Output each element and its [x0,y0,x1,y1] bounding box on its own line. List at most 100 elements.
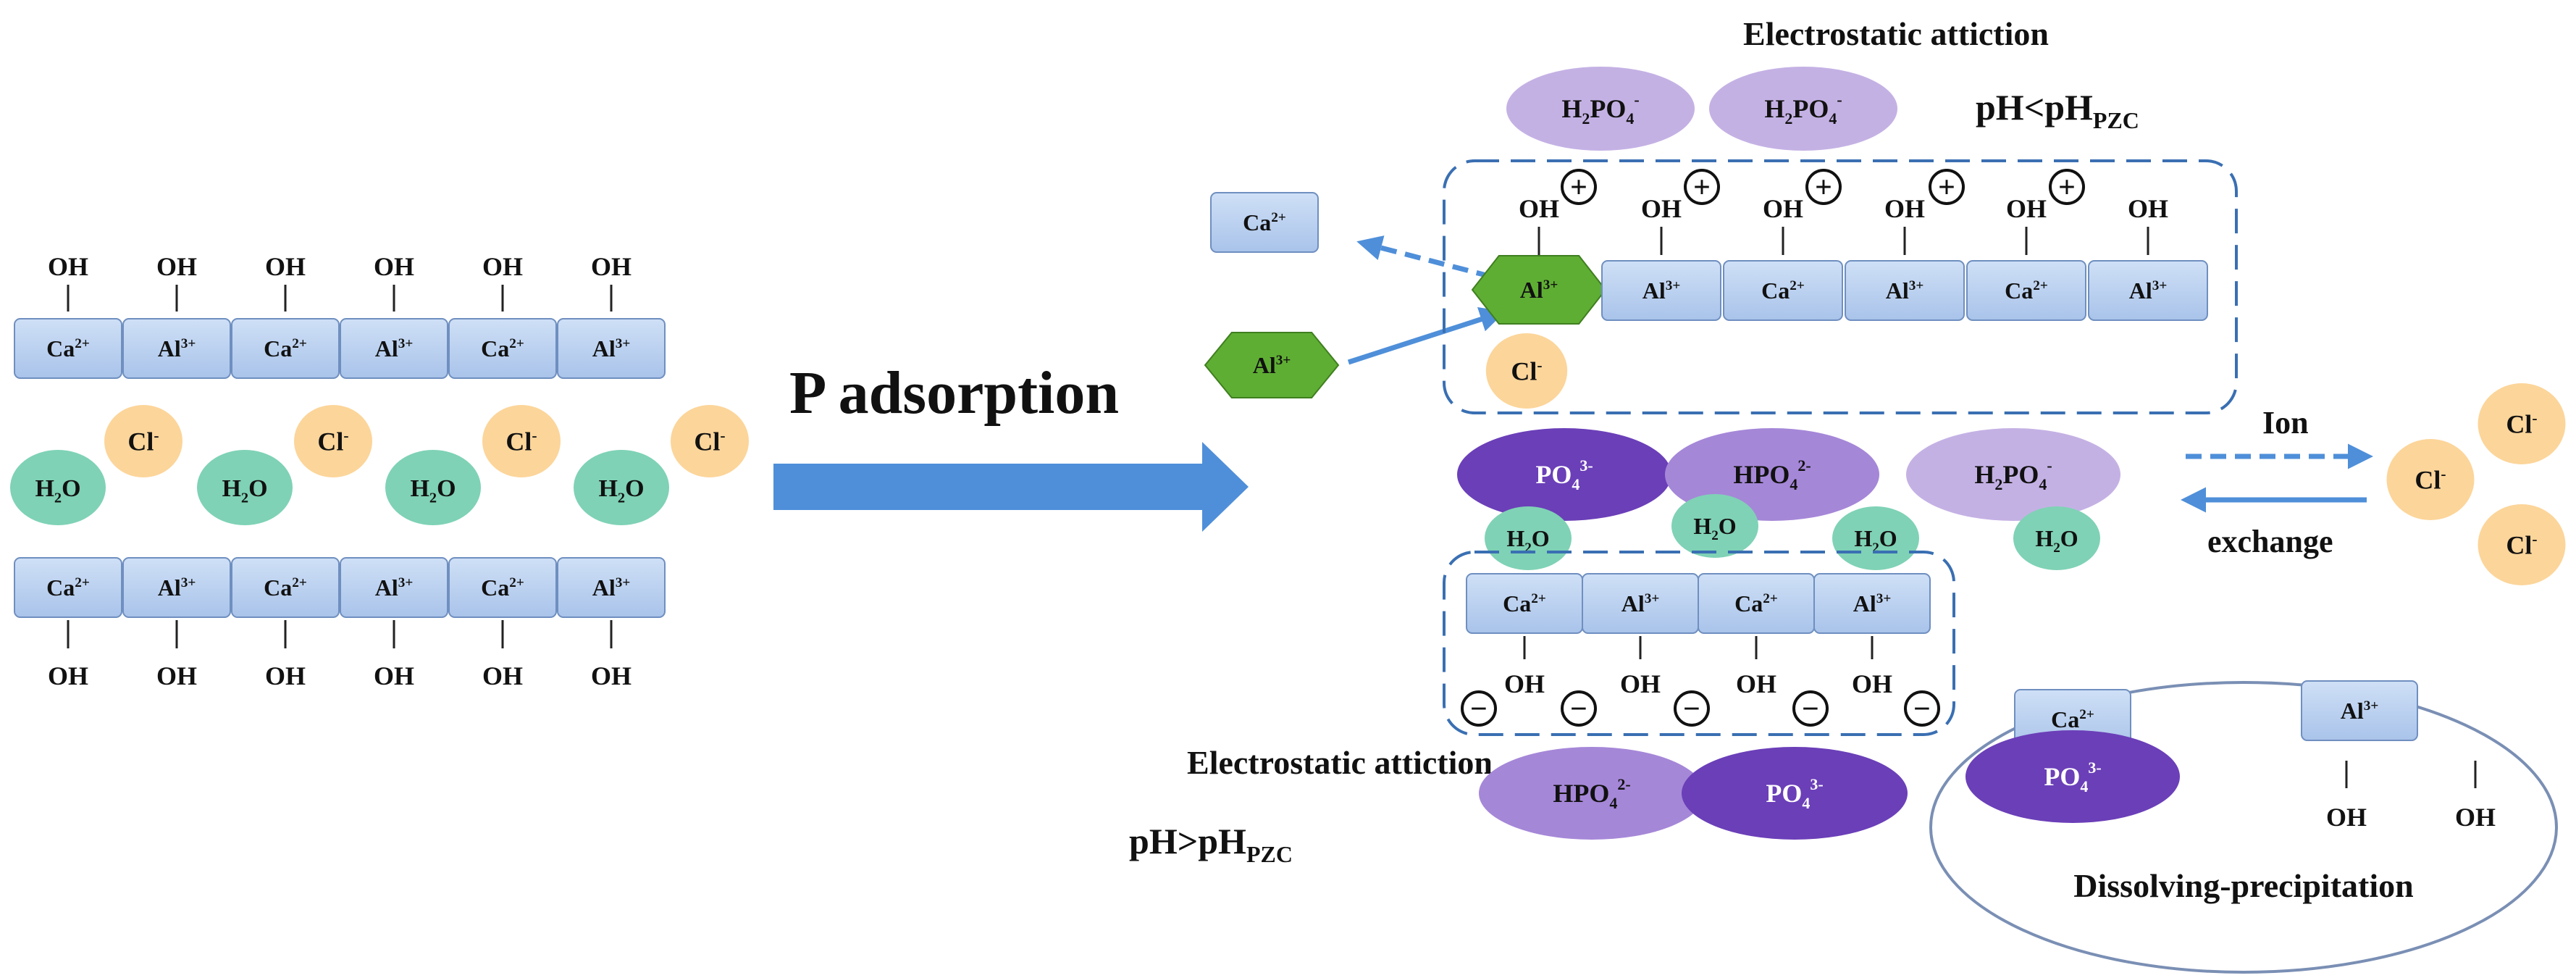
left-chloride-1-bubble [294,405,372,477]
left-water-1-label: H2O [222,475,267,506]
right-chloride-2-bubble [2478,504,2566,585]
released-aluminum-hex-label: Al3+ [1253,352,1291,378]
left-chloride-0-bubble [104,405,182,477]
precip-oh-1: OH [2455,761,2496,832]
left-water-3-bubble [574,450,669,525]
mid-water-2-bubble [1832,506,1919,570]
left-chloride-3-label: Cl- [694,427,725,456]
left-top-cell-4-label: Ca2+ [481,335,524,361]
bottom-negative-charge-3-symbol: − [1802,693,1819,726]
bottom-surface-cell-0-label: Ca2+ [1503,590,1546,617]
left-top-cell-5-box [557,318,666,379]
released-aluminum-hex: Al3+ [1204,332,1340,398]
bottom-surface-oh-3: OH [1852,636,1892,698]
left-water-3: H2O [574,450,669,525]
mid-h2po4-bubble [1906,428,2120,521]
left-bottom-oh-5: OH [591,620,632,690]
top-positive-charge-2-ring [1805,169,1842,205]
top-chloride: Cl- [1485,333,1568,409]
left-water-2: H2O [385,450,481,525]
left-top-oh-4: OH [482,252,523,312]
precip-oh-0: OH [2326,761,2367,832]
mid-water-1-label: H2O [1693,513,1736,543]
mid-h2po4-label: H2PO4- [1974,456,2052,493]
left-bottom-oh-1: OH [156,620,197,690]
dissolving-precipitation-label: Dissolving-precipitation [2073,867,2413,904]
right-chloride-0-bubble [2478,383,2566,464]
left-bottom-oh-0-label: OH [48,661,88,690]
precipitate-po4: PO43- [1965,730,2180,823]
left-top-cell-3: Al3+ [340,318,448,379]
left-bottom-cell-5: Al3+ [557,557,666,618]
bottom-negative-charge-2: − [1674,690,1710,727]
left-water-1: H2O [197,450,293,525]
left-bottom-oh-4: OH [482,620,523,690]
left-chloride-0: Cl- [104,405,182,477]
top-h2po4-1-bubble [1709,67,1897,151]
left-bottom-cell-4-label: Ca2+ [481,574,524,601]
left-top-oh-0: OH [48,252,88,312]
top-positive-charge-4-ring [2049,169,2085,205]
left-bottom-cell-1: Al3+ [122,557,231,618]
released-calcium-cell-box [1210,192,1319,253]
top-surface-oh-2-label: OH [1763,194,1803,223]
left-top-cell-5: Al3+ [557,318,666,379]
precipitate-po4-label: PO43- [2044,758,2101,795]
top-surface-oh-4: OH [2006,194,2047,255]
bottom-po4-label: PO43- [1766,775,1823,812]
dissolving-precipitation-circle [1929,681,2558,974]
precipitate-po4-bubble [1965,730,2180,823]
left-bottom-oh-4-label: OH [482,661,523,690]
left-top-cell-0-box [14,318,122,379]
p-adsorption-label: P adsorption [789,359,1119,427]
left-top-oh-3: OH [374,252,414,312]
top-positive-charge-3-symbol: + [1938,171,1955,204]
top-chloride-label: Cl- [1511,356,1542,386]
left-water-0-bubble [10,450,106,525]
mid-po4: PO43- [1457,428,1671,521]
bottom-negative-charge-0-ring [1461,690,1497,727]
surface-aluminum-hex-label: Al3+ [1520,277,1558,303]
left-bottom-oh-3-label: OH [374,661,414,690]
mid-water-2-label: H2O [1854,525,1897,556]
bottom-surface-oh-2: OH [1736,636,1776,698]
bottom-surface-oh-0-label: OH [1504,669,1545,698]
top-surface-oh-5: OH [2128,194,2168,255]
bottom-surface-oh-1-label: OH [1620,669,1661,698]
left-bottom-oh-1-label: OH [156,661,197,690]
released-calcium-cell: Ca2+ [1210,192,1319,253]
bottom-surface-cell-1-label: Al3+ [1621,590,1660,617]
top-positive-charge-1-ring [1684,169,1720,205]
bottom-negative-charge-4-symbol: − [1913,693,1931,726]
top-surface-cell-0-label: Al3+ [1642,277,1681,304]
left-top-cell-4-box [448,318,557,379]
bottom-hpo4: HPO42- [1479,747,1705,840]
top-positive-charge-3-ring [1929,169,1965,205]
left-top-oh-2-label: OH [265,252,306,281]
top-h2po4-0-bubble [1506,67,1695,151]
left-bottom-cell-1-box [122,557,231,618]
bottom-negative-charge-1-ring [1561,690,1597,727]
right-chloride-1-label: Cl- [2415,465,2446,495]
bottom-surface-cell-3-label: Al3+ [1853,590,1892,617]
mid-water-2: H2O [1832,506,1919,570]
left-bottom-cell-5-box [557,557,666,618]
top-surface-oh-0-label: OH [1519,194,1559,223]
bottom-negative-charge-4-ring [1904,690,1940,727]
bottom-negative-charge-0-symbol: − [1470,693,1488,726]
surface-aluminum-hex: Al3+ [1471,255,1607,325]
left-bottom-cell-0-box [14,557,122,618]
left-top-cell-3-label: Al3+ [375,335,414,361]
right-chloride-1: Cl- [2386,439,2475,520]
top-surface-cell-1-label: Ca2+ [1761,277,1805,304]
top-surface-cell-3-label: Ca2+ [2005,277,2048,304]
top-positive-charge-2-symbol: + [1815,171,1832,204]
left-top-cell-2: Ca2+ [231,318,340,379]
top-surface-oh-4-label: OH [2006,194,2047,223]
top-surface-cell-2-label: Al3+ [1886,277,1924,304]
electrostatic-bottom-label: Electrostatic attiction [1187,744,1493,781]
top-surface-cell-4: Al3+ [2088,260,2208,321]
top-positive-charge-0-ring [1561,169,1597,205]
top-surface-cell-1: Ca2+ [1723,260,1843,321]
